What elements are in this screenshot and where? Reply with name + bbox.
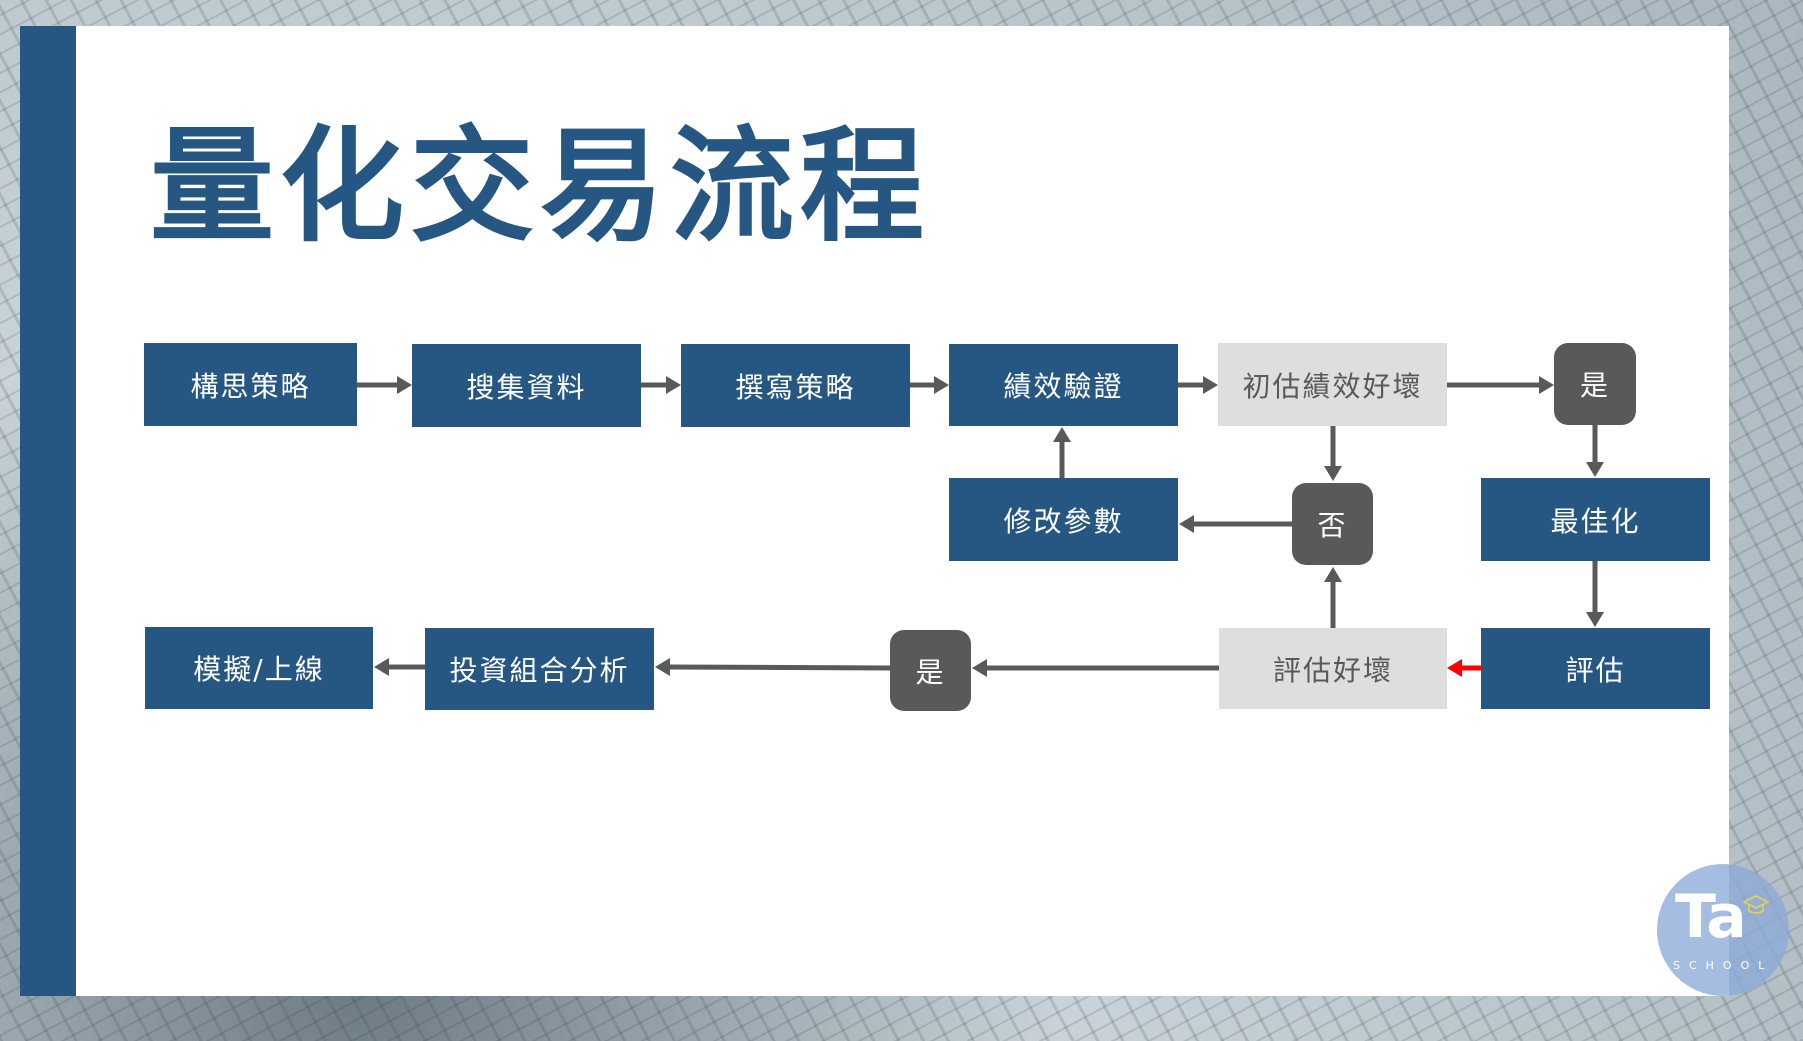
graduation-cap-icon bbox=[1743, 895, 1769, 914]
step-evaluate-quality: 評估好壞 bbox=[1219, 628, 1447, 709]
step-write-strategy: 撰寫策略 bbox=[681, 344, 910, 427]
decision-label: 是 bbox=[1579, 369, 1610, 402]
decision-no: 否 bbox=[1292, 483, 1373, 565]
step-modify-parameters: 修改參數 bbox=[949, 478, 1178, 561]
slide-panel bbox=[76, 26, 1729, 996]
step-label: 修改參數 bbox=[1003, 504, 1124, 538]
decision-label: 是 bbox=[915, 655, 946, 689]
step-label: 評估 bbox=[1565, 653, 1626, 687]
step-initial-performance-check: 初估績效好壞 bbox=[1218, 343, 1447, 426]
step-label: 模擬/上線 bbox=[193, 653, 325, 686]
step-portfolio-analysis: 投資組合分析 bbox=[425, 628, 654, 710]
step-label: 初估績效好壞 bbox=[1242, 369, 1423, 403]
step-simulate-deploy: 模擬/上線 bbox=[145, 627, 373, 709]
step-label: 構思策略 bbox=[190, 369, 311, 403]
decision-yes-bottom: 是 bbox=[890, 630, 971, 711]
step-evaluate: 評估 bbox=[1481, 628, 1710, 709]
decision-label: 否 bbox=[1317, 509, 1348, 542]
decision-yes-top: 是 bbox=[1554, 343, 1636, 425]
logo-text: Ta bbox=[1675, 882, 1747, 952]
accent-side-bar bbox=[20, 26, 76, 996]
step-label: 搜集資料 bbox=[466, 370, 587, 404]
logo-subtext: SCHOOL bbox=[1673, 959, 1774, 972]
step-label: 最佳化 bbox=[1550, 504, 1641, 538]
step-label: 投資組合分析 bbox=[449, 654, 630, 687]
step-collect-data: 搜集資料 bbox=[412, 344, 641, 427]
slide-title: 量化交易流程 bbox=[150, 115, 931, 259]
step-ideate-strategy: 構思策略 bbox=[144, 343, 357, 426]
step-label: 績效驗證 bbox=[1003, 370, 1124, 403]
step-label: 評估好壞 bbox=[1272, 653, 1393, 687]
step-label: 撰寫策略 bbox=[735, 370, 856, 404]
step-optimize: 最佳化 bbox=[1481, 478, 1710, 561]
step-performance-validation: 績效驗證 bbox=[949, 344, 1178, 426]
ta-school-logo: Ta SCHOOL bbox=[1657, 864, 1789, 996]
